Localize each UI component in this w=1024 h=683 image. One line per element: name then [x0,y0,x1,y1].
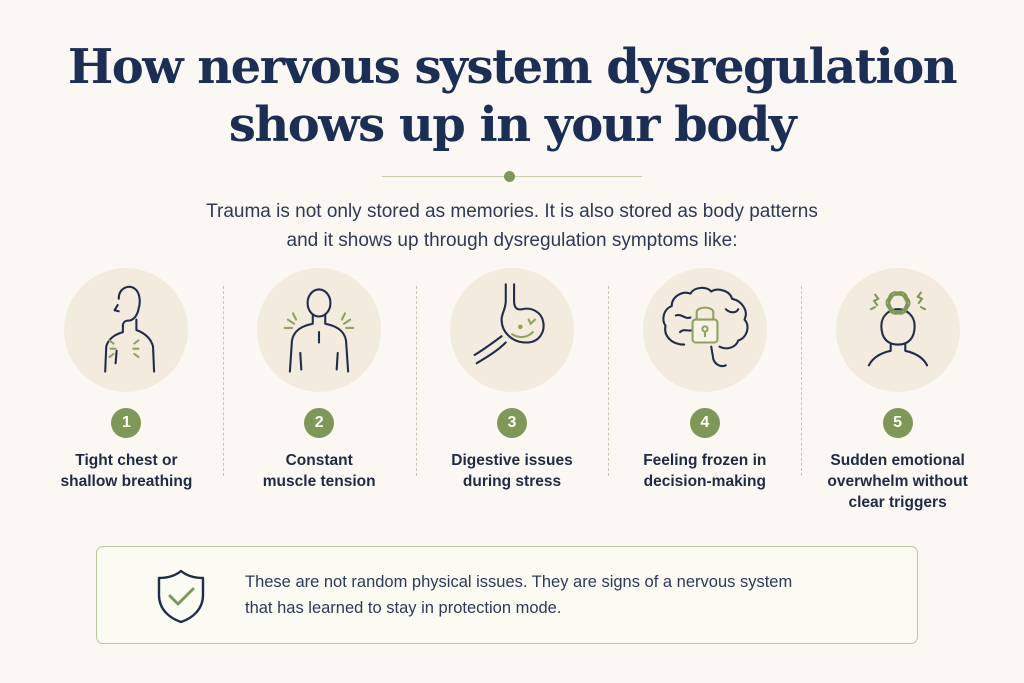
symptom-item-chest: 1 Tight chest or shallow breathing [30,268,223,518]
symptom-item-digestive: 3 Digestive issues during stress [415,268,609,518]
protection-note-box: These are not random physical issues. Th… [96,546,918,644]
symptom-label-line: muscle tension [262,473,376,490]
symptom-item-overwhelm: 5 Sudden emotional overwhelm without cle… [801,268,994,518]
note-text: These are not random physical issues. Th… [245,569,885,621]
step-badge: 1 [111,408,142,438]
symptom-label: Digestive issues during stress [416,450,609,492]
symptom-label: Sudden emotional overwhelm without clear… [801,450,994,513]
chest-tightness-icon [104,285,156,373]
note-line-1: These are not random physical issues. Th… [245,573,793,591]
symptom-label-line: decision-making [643,473,766,490]
brain-lock-icon [662,286,749,368]
page-title: How nervous system dysregulation shows u… [0,38,1024,154]
intro-line-2: and it shows up through dysregulation sy… [286,230,738,251]
step-badge: 2 [304,408,335,438]
icon-circle [449,268,574,392]
icon-circle [257,268,382,392]
muscle-tension-icon [283,288,355,373]
shield-check-icon [157,569,205,624]
symptom-label-line: overwhelm without [827,473,968,490]
symptom-label-line: Constant [285,452,353,469]
step-badge: 4 [689,408,720,438]
symptom-item-tension: 2 Constant muscle tension [222,268,416,518]
symptom-item-frozen: 4 Feeling frozen in decision-making [608,268,801,518]
symptom-label-line: shallow breathing [60,473,193,490]
intro-line-1: Trauma is not only stored as memories. I… [206,201,818,222]
icon-circle [642,268,767,392]
icon-circle [64,268,189,392]
icon-circle [835,268,960,392]
symptom-label-line: Feeling frozen in [643,452,767,469]
intro-text: Trauma is not only stored as memories. I… [0,197,1024,255]
stomach-icon [473,283,545,365]
step-badge: 3 [496,408,527,438]
step-badge: 5 [882,408,913,438]
symptom-label: Tight chest or shallow breathing [30,450,223,492]
symptom-label-line: Digestive issues [451,452,573,469]
title-line-1: How nervous system dysregulation [67,39,958,95]
divider-dot [504,171,515,182]
note-line-2: that has learned to stay in protection m… [245,599,562,617]
symptom-label: Constant muscle tension [223,450,416,492]
symptom-label-line: during stress [462,473,562,490]
symptom-list: 1 Tight chest or shallow breathing [30,268,994,518]
symptom-label-line: Tight chest or [75,452,178,469]
title-line-2: shows up in your body [228,97,797,153]
symptom-label-line: Sudden emotional [830,452,965,469]
symptom-label-line: clear triggers [848,494,947,511]
symptom-label: Feeling frozen in decision-making [608,450,801,492]
overwhelm-head-icon [867,291,928,367]
